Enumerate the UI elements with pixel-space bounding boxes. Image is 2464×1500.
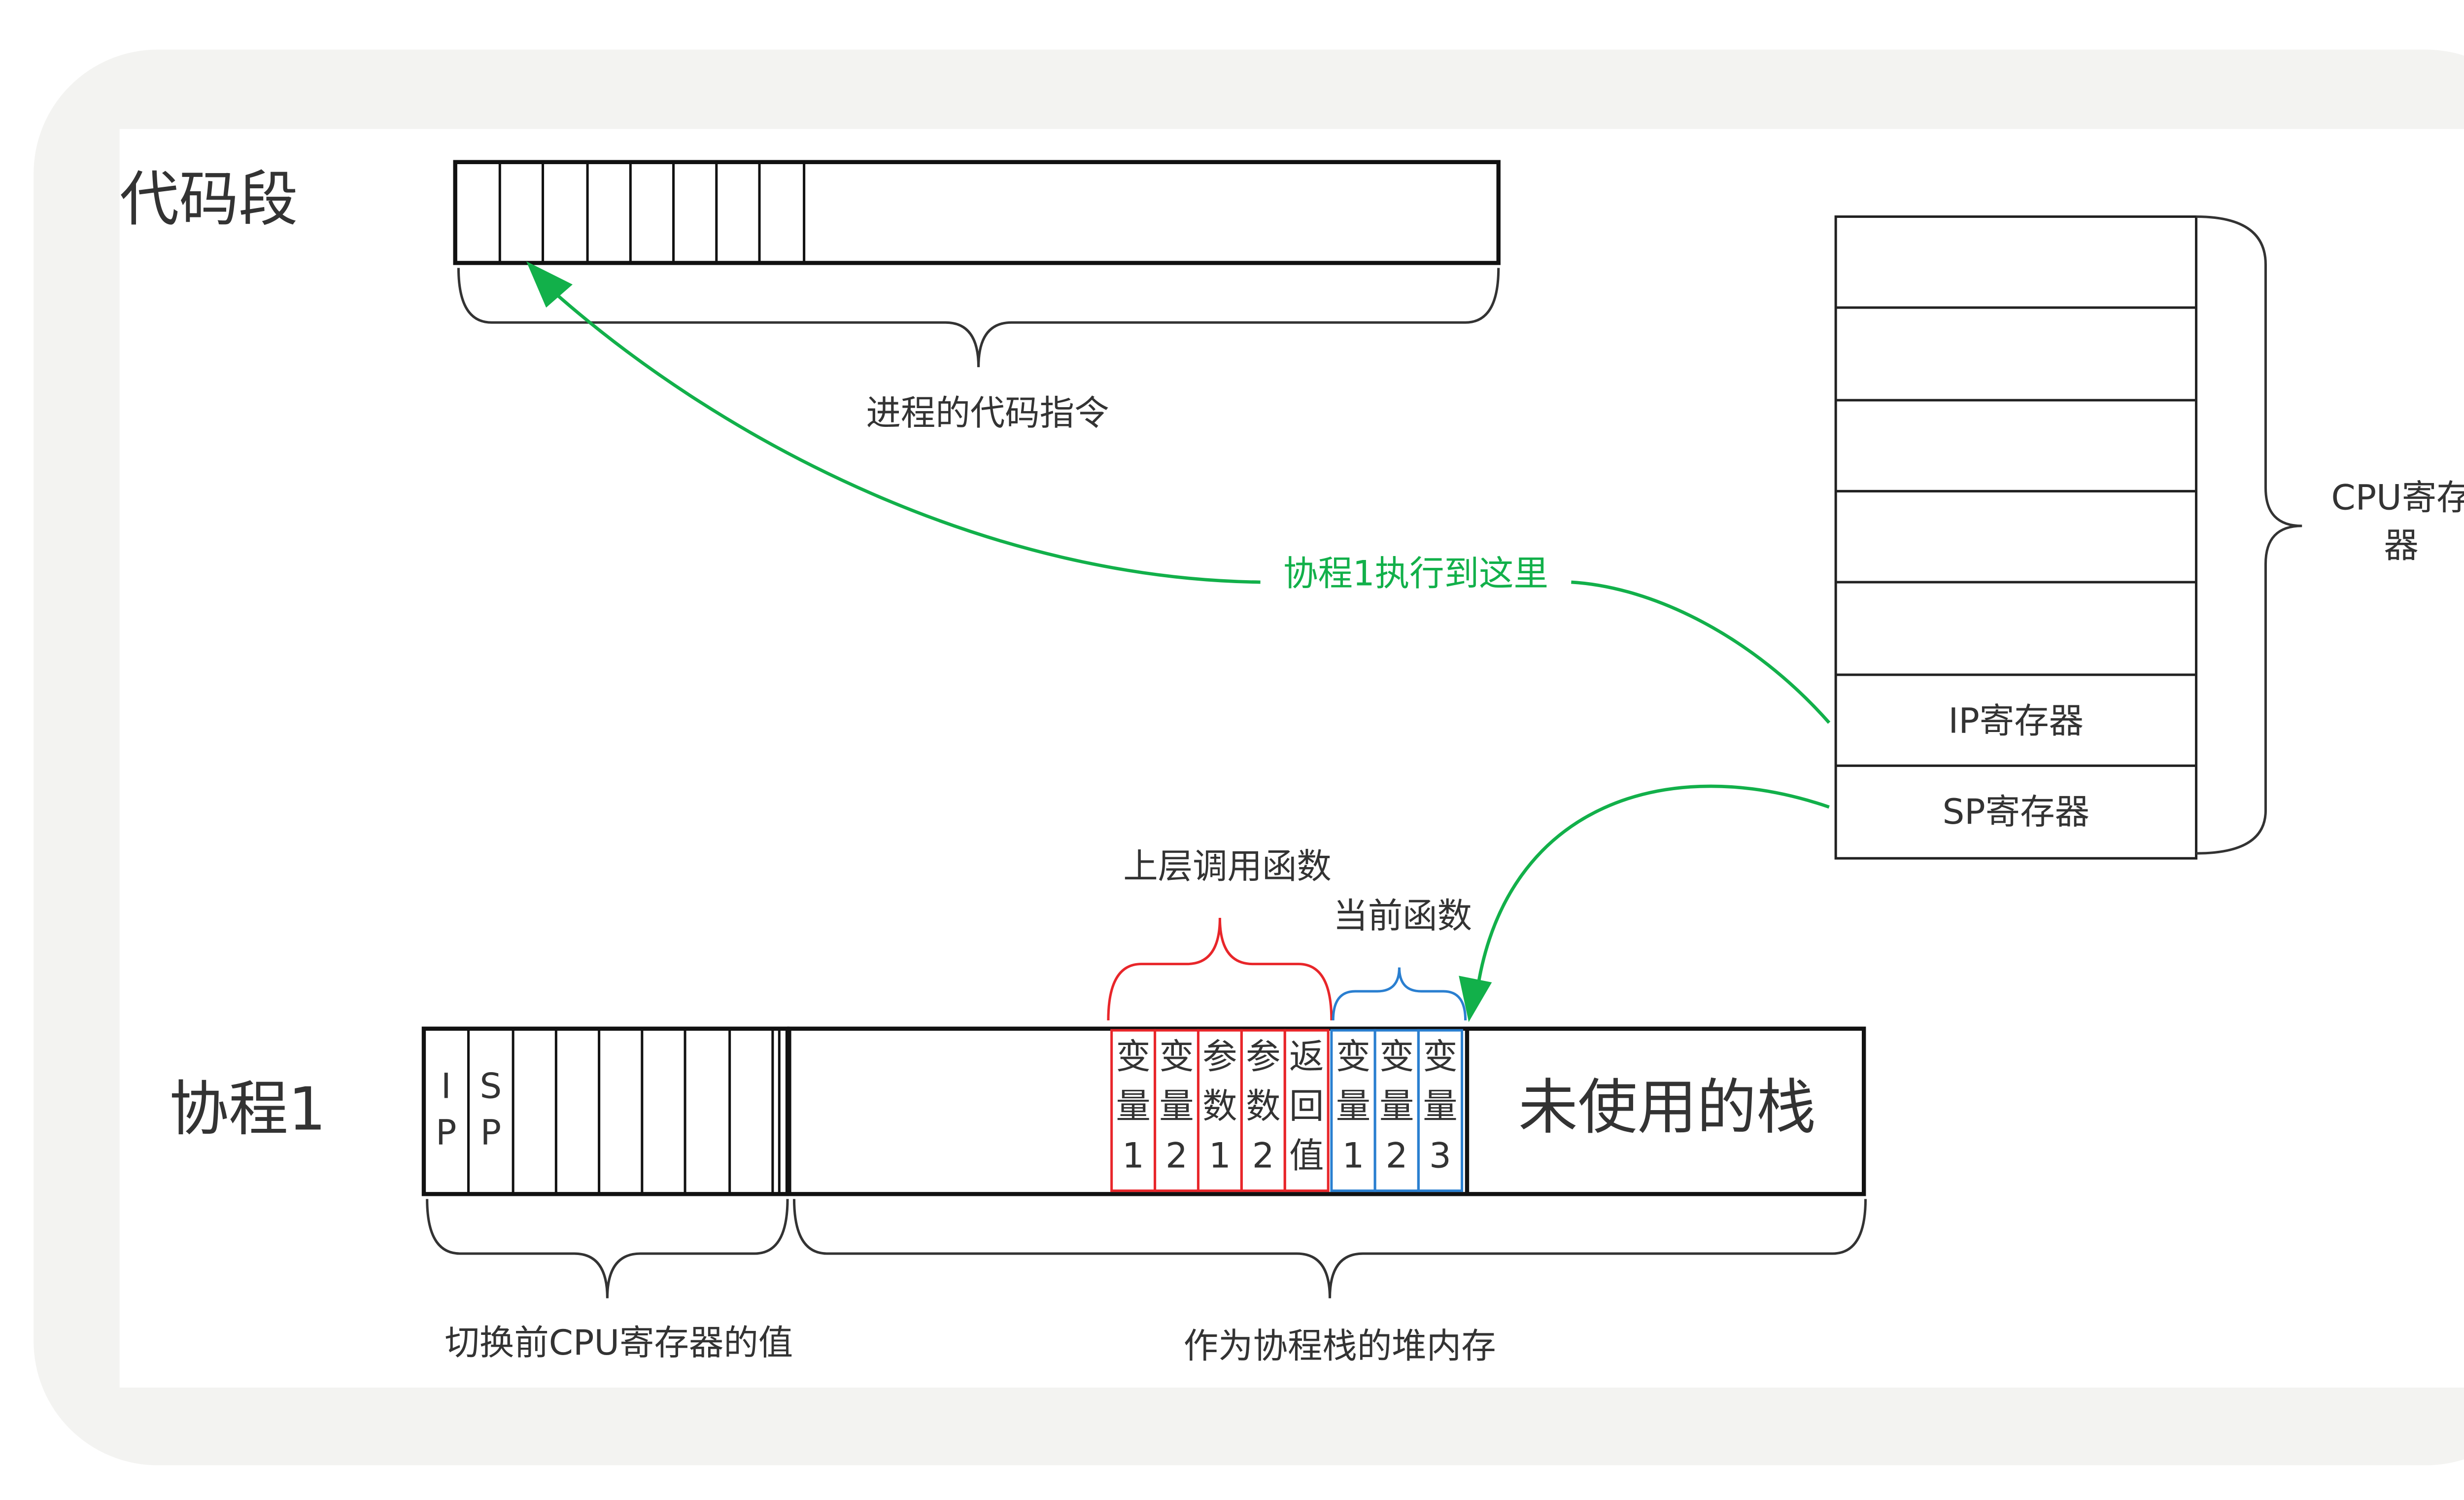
caller-stack-cell-text: 1 (1209, 1136, 1231, 1176)
code-segment-bar (453, 160, 1501, 265)
code-instructions-brace (457, 268, 1500, 367)
saved-slot-label: P (436, 1113, 456, 1153)
current-stack-cell-text: 变 (1423, 1036, 1457, 1077)
caller-stack-cell-text: 2 (1165, 1136, 1188, 1176)
caller-stack-cell-text: 返 (1289, 1036, 1324, 1077)
sp-pointer-arrow (1475, 784, 1830, 993)
cpu-registers-brace (2196, 215, 2302, 855)
cpu-registers-label: CPU寄存 (2331, 477, 2464, 518)
caller-stack-cell-text: 1 (1122, 1136, 1144, 1176)
executed-here-label: 协程1执行到这里 (1283, 554, 1548, 594)
current-stack-cell-text: 量 (1423, 1086, 1457, 1126)
caller-stack-cell-text: 回 (1289, 1086, 1324, 1126)
arrowhead-icon (1459, 976, 1492, 1022)
current-stack-cell-text: 量 (1336, 1086, 1370, 1126)
arrowhead-icon (526, 261, 573, 308)
cpu-register-table (1834, 215, 2198, 860)
saved-slot-label: P (480, 1113, 501, 1153)
caller-stack-cell-text: 数 (1202, 1086, 1237, 1126)
ip-pointer-arrow (551, 289, 1831, 724)
caller-stack-cell-text: 参 (1246, 1036, 1280, 1077)
current-stack-cell-text: 变 (1379, 1036, 1414, 1077)
coroutine-stack-block (787, 1026, 1866, 1196)
caller-stack-cell-text: 值 (1289, 1136, 1324, 1176)
saved-registers-brace (426, 1199, 789, 1298)
current-stack-cell-text: 量 (1379, 1086, 1414, 1126)
current-function-brace (1332, 967, 1467, 1021)
ip-register-label: IP寄存器 (1949, 700, 2084, 741)
caller-stack-cell-text: 2 (1252, 1136, 1274, 1176)
caller-stack-cell-text: 变 (1159, 1036, 1194, 1077)
heap-memory-brace (792, 1199, 1867, 1298)
code-segment-label: 代码段 (120, 165, 298, 234)
saved-registers-label: 切换前CPU寄存器的值 (445, 1323, 793, 1363)
caller-stack-cell-text: 数 (1246, 1086, 1280, 1126)
current-stack-cell-text: 3 (1429, 1136, 1451, 1176)
sp-register-label: SP寄存器 (1943, 792, 2089, 832)
caller-stack-cell-text: 参 (1202, 1036, 1237, 1077)
current-stack-cell-text: 1 (1342, 1136, 1365, 1176)
current-function-label: 当前函数 (1333, 896, 1472, 936)
cpu-registers-label-cont: 器 (2384, 525, 2418, 566)
heap-memory-label: 作为协程栈的堆内存 (1184, 1326, 1496, 1366)
unused-stack-label: 未使用的栈 (1518, 1073, 1816, 1142)
caller-function-brace (1107, 918, 1333, 1021)
coroutine-label: 协程1 (169, 1075, 326, 1144)
current-stack-cell-text: 变 (1336, 1036, 1370, 1077)
current-stack-cell (1417, 1029, 1464, 1192)
saved-slot-label: S (479, 1066, 502, 1107)
current-stack-cell-text: 2 (1386, 1136, 1408, 1176)
caller-stack-cell (1283, 1029, 1330, 1192)
saved-slot-label: I (441, 1066, 451, 1107)
caller-stack-cell-text: 量 (1159, 1086, 1194, 1126)
code-instructions-label: 进程的代码指令 (866, 393, 1109, 433)
caller-stack-cell-text: 变 (1116, 1036, 1150, 1077)
caller-stack-cell-text: 量 (1116, 1086, 1150, 1126)
caller-function-label: 上层调用函数 (1123, 846, 1332, 887)
